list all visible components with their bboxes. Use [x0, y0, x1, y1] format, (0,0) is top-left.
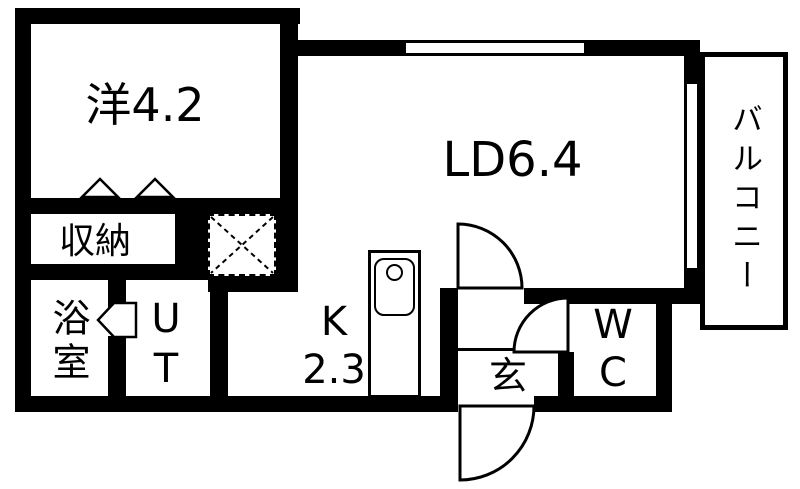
closet-door-triangle-icon — [78, 177, 122, 199]
kitchen-label: K 2.3 — [284, 298, 384, 394]
window-balcony — [684, 84, 700, 268]
utility-label: UT — [143, 296, 189, 396]
wall-toilet-right — [656, 288, 672, 412]
ld-door-arc-icon — [456, 222, 524, 290]
western-room-label: 洋4.2 — [85, 78, 205, 132]
wall-western-ld-divider — [280, 8, 298, 218]
wall-ld-top-left — [298, 40, 404, 56]
genkan-step-line — [458, 348, 560, 351]
wall-bath-ut-upper — [108, 280, 126, 308]
bath-label: 浴室 — [46, 298, 90, 386]
kitchen-letter: K — [320, 299, 348, 345]
wall-top — [15, 8, 300, 24]
wall-left — [15, 8, 31, 412]
kitchen-area: 2.3 — [302, 347, 366, 393]
wall-ut-kitchen-divider — [210, 276, 228, 412]
entrance-door-arc-icon — [458, 404, 536, 482]
window-top — [404, 40, 586, 56]
wall-ld-bottom-stub — [440, 288, 458, 304]
wall-ld-right-upper — [684, 40, 700, 84]
living-dining-label: LD6.4 — [442, 132, 583, 188]
wall-bottom-left — [15, 396, 458, 412]
wall-entrance-left — [440, 304, 458, 412]
wall-bottom-right — [534, 396, 672, 412]
wall-closet-side — [175, 214, 208, 266]
hatch-box — [208, 214, 276, 276]
toilet-label: WC — [590, 302, 636, 398]
kitchen-faucet-icon — [386, 264, 403, 281]
wall-bath-ut-lower — [108, 336, 126, 396]
wall-ld-top-right — [586, 40, 700, 56]
wall-hatch-right — [276, 214, 298, 292]
wall-under-hatch — [208, 276, 298, 292]
wall-below-western — [30, 198, 298, 214]
closet-label: 収納 — [58, 221, 131, 262]
entrance-label: 玄 — [488, 354, 527, 398]
wc-door-arc-icon — [512, 296, 570, 354]
wall-closet-bottom — [15, 264, 228, 280]
balcony-outline — [700, 52, 788, 330]
wall-entrance-toilet-divider — [558, 352, 574, 398]
balcony-label: バルコニー — [726, 102, 762, 298]
bath-door-arrow-icon — [96, 301, 138, 339]
closet-door-triangle-icon — [133, 177, 177, 199]
